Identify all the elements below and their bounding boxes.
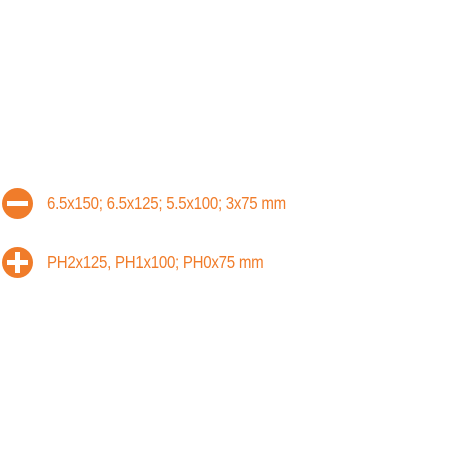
slotted-sizes-text: 6.5x150; 6.5x125; 5.5x100; 3x75 mm bbox=[47, 193, 286, 213]
slotted-tip-icon bbox=[2, 187, 33, 219]
phillips-tip-icon bbox=[2, 246, 33, 278]
phillips-sizes-text: PH2x125, PH1x100; PH0x75 mm bbox=[47, 252, 264, 272]
